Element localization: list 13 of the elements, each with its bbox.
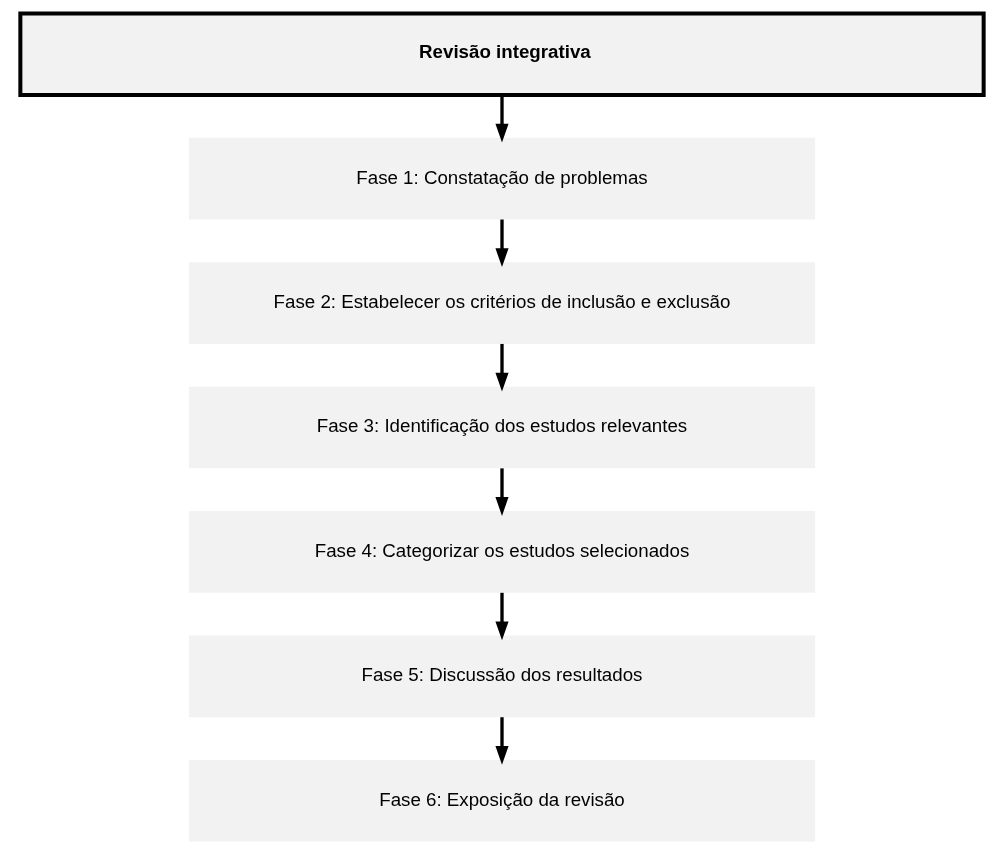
arrow <box>495 219 509 268</box>
arrow <box>495 468 509 516</box>
arrow <box>495 95 509 143</box>
node-box: Fase 4: Categorizar os estudos selecionados <box>188 511 816 593</box>
node-box: Revisão integrativa <box>18 11 986 98</box>
node-box: Fase 3: Identificação dos estudos relevantes <box>188 386 816 469</box>
node-box: Fase 6: Exposição da revisão <box>188 759 816 842</box>
arrow <box>495 592 509 641</box>
node-box: Fase 5: Discussão dos resultados <box>188 635 816 718</box>
node-box: Fase 1: Constatação de problemas <box>188 137 816 220</box>
arrow <box>495 343 509 392</box>
node-box: Fase 2: Estabelecer os critérios de inclusão e exclusão <box>188 262 816 344</box>
arrow <box>495 717 509 765</box>
